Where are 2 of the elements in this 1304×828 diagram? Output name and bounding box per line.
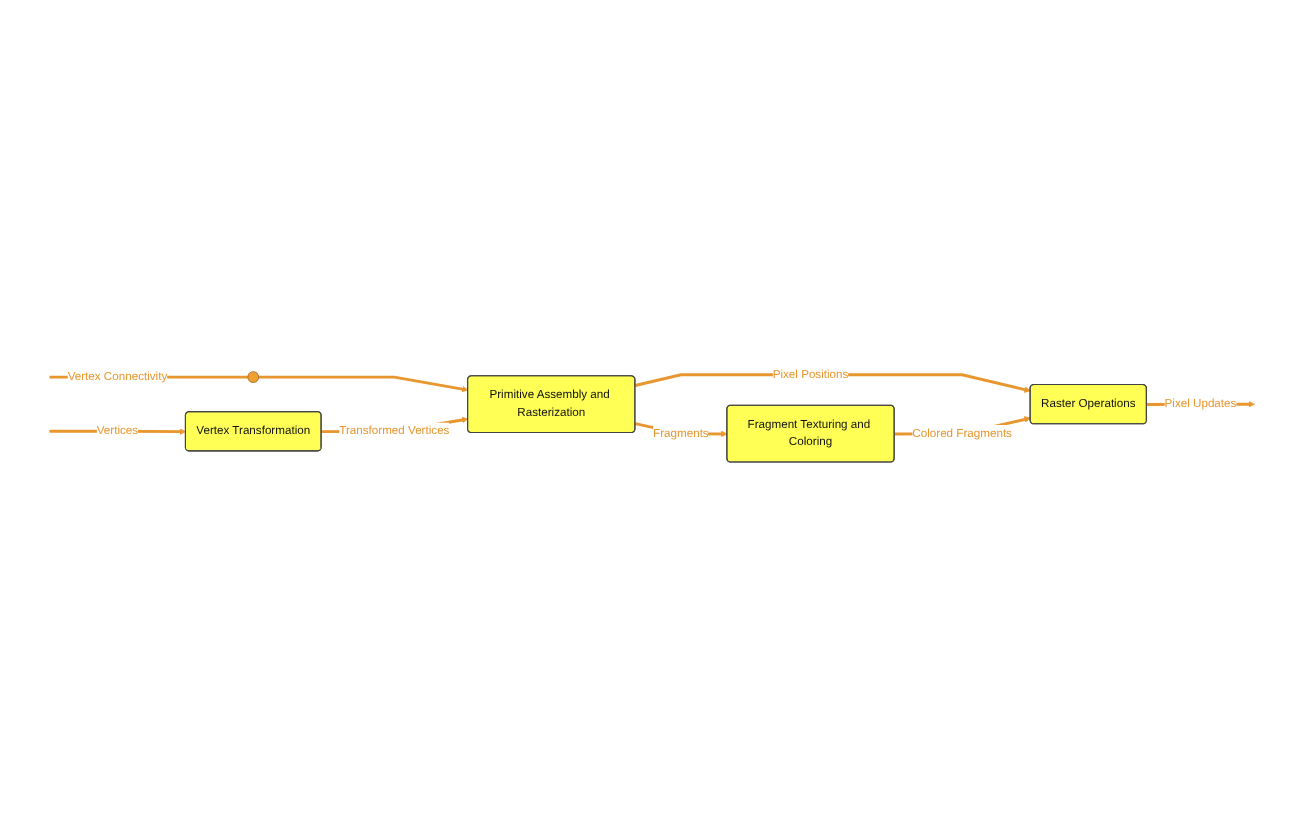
arrow — [258, 375, 469, 393]
node-circle — [247, 371, 260, 383]
